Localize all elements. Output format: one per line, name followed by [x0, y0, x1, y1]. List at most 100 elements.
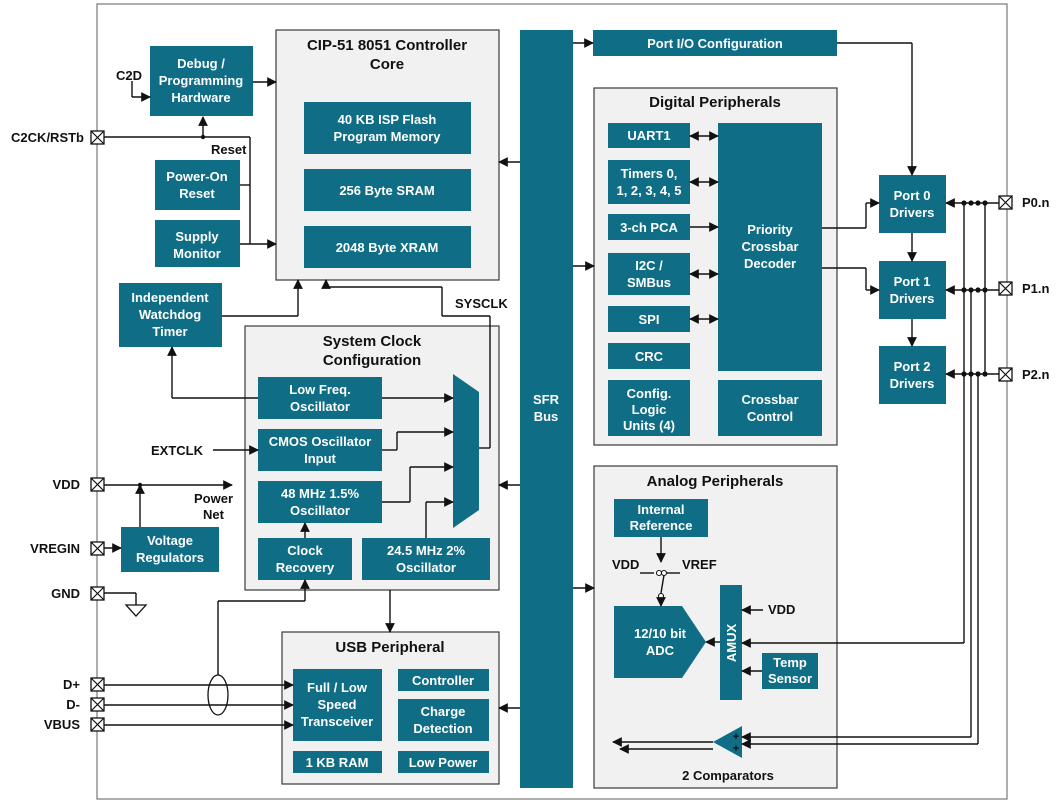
xcvr-label-line3: Transceiver [301, 714, 373, 729]
osc48-label-line1: 48 MHz 1.5% [281, 486, 359, 501]
pin-dminus [90, 697, 105, 712]
pin-vbus [90, 717, 105, 732]
comparators-symbol [713, 726, 742, 758]
pin-p1-label: P1.n [1022, 281, 1050, 296]
low-power-block [398, 751, 489, 773]
vreg-label-line2: Regulators [136, 550, 204, 565]
clock-mux [453, 374, 479, 528]
pin-c2ck [90, 130, 105, 145]
charge-label-line1: Charge [421, 704, 466, 719]
osc-24mhz-block [362, 538, 490, 580]
sram-label: 256 Byte SRAM [339, 183, 434, 198]
xbar-label-line2: Crossbar [741, 239, 798, 254]
port2-label-line2: Drivers [890, 376, 935, 391]
clock-title-line1: System Clock [323, 333, 422, 350]
spi-label: SPI [639, 312, 660, 327]
pin-dplus-label: D+ [63, 677, 80, 692]
cfg-label-line3: Units (4) [623, 418, 675, 433]
adc-block [614, 606, 706, 678]
temp-label-line1: Temp [773, 655, 807, 670]
crc-label: CRC [635, 349, 664, 364]
xbar-label-line1: Priority [747, 222, 793, 237]
xctl-label-line1: Crossbar [741, 392, 798, 407]
port1-label-line1: Port 1 [894, 274, 931, 289]
supply-label-line2: Monitor [173, 246, 221, 261]
osc24-label-line1: 24.5 MHz 2% [387, 543, 465, 558]
amux-label: AMUX [724, 624, 739, 663]
pin-vdd-label: VDD [53, 477, 80, 492]
config-logic-block [608, 380, 690, 436]
vreg-label-line1: Voltage [147, 533, 193, 548]
voltage-regulators-block [121, 527, 219, 572]
comparators-label: 2 Comparators [682, 768, 774, 783]
pin-p0 [998, 195, 1013, 210]
spi-block [608, 306, 690, 332]
recovery-label-line1: Clock [287, 543, 323, 558]
osc48-label-line2: Oscillator [290, 503, 350, 518]
analog-title: Analog Peripherals [647, 473, 784, 490]
temp-sensor-block [762, 653, 818, 689]
por-label-line2: Reset [179, 186, 215, 201]
clock-recovery-block [258, 538, 352, 580]
sfr-bus [520, 30, 573, 788]
usb-title: USB Peripheral [335, 639, 444, 656]
pca-label: 3-ch PCA [620, 220, 678, 235]
iref-label-line1: Internal [638, 502, 685, 517]
wdt-label-line1: Independent [131, 290, 209, 305]
xctl-label-line2: Control [747, 409, 793, 424]
watchdog-block [119, 283, 222, 347]
pca-block [608, 214, 690, 240]
crc-block [608, 343, 690, 369]
flash-block [304, 102, 471, 154]
pin-gnd [90, 586, 105, 601]
vdd-ref-label: VDD [612, 557, 639, 572]
wdt-label-line3: Timer [152, 324, 187, 339]
uart-block [608, 123, 690, 148]
pin-dminus-label: D- [66, 697, 80, 712]
low-freq-osc-block [258, 377, 382, 419]
clock-title-line2: Configuration [323, 352, 421, 369]
crossbar-control-block [718, 380, 822, 436]
comparator-plus-2: + [733, 743, 739, 755]
i2c-block [608, 253, 690, 295]
pin-vbus-label: VBUS [44, 717, 80, 732]
port0-drivers-block [879, 175, 946, 233]
port0-label-line2: Drivers [890, 205, 935, 220]
lf-osc-label-line2: Oscillator [290, 399, 350, 414]
osc24-label-line2: Oscillator [396, 560, 456, 575]
pin-p2 [998, 367, 1013, 382]
pin-vregin [90, 541, 105, 556]
xram-block [304, 226, 471, 268]
digital-title: Digital Peripherals [649, 94, 781, 111]
charge-detection-block [398, 699, 489, 741]
pin-vdd [90, 477, 105, 492]
timers-label-line1: Timers 0, [621, 166, 678, 181]
debug-label-line2: Programming [159, 73, 244, 88]
recovery-label-line2: Recovery [276, 560, 335, 575]
port2-label-line1: Port 2 [894, 359, 931, 374]
crossbar-decoder-block [718, 123, 822, 371]
i2c-label-line1: I2C / [635, 258, 663, 273]
adc-label-line2: ADC [646, 643, 675, 658]
cmos-label-line2: Input [304, 451, 336, 466]
debug-block [150, 46, 253, 116]
pin-gnd-label: GND [51, 586, 80, 601]
pin-vregin-label: VREGIN [30, 541, 80, 556]
power-net-label-line1: Power [194, 491, 233, 506]
sysclk-label: SYSCLK [455, 296, 508, 311]
cmos-osc-input-block [258, 429, 382, 471]
cfg-label-line1: Config. [627, 386, 672, 401]
supply-monitor-block [155, 220, 240, 267]
core-title-line2: Core [370, 56, 404, 73]
sfr-label-line1: SFR [533, 392, 560, 407]
pin-c2ck-label: C2CK/RSTb [11, 130, 84, 145]
comparator-plus-1: + [733, 731, 739, 743]
charge-label-line2: Detection [413, 721, 472, 736]
usb-ram-block [293, 751, 382, 773]
flash-label-line1: 40 KB ISP Flash [338, 112, 437, 127]
timers-block [608, 160, 690, 204]
osc-48mhz-block [258, 481, 382, 523]
sfr-label-line2: Bus [534, 409, 559, 424]
supply-label-line1: Supply [175, 229, 219, 244]
timers-label-line2: 1, 2, 3, 4, 5 [616, 183, 681, 198]
